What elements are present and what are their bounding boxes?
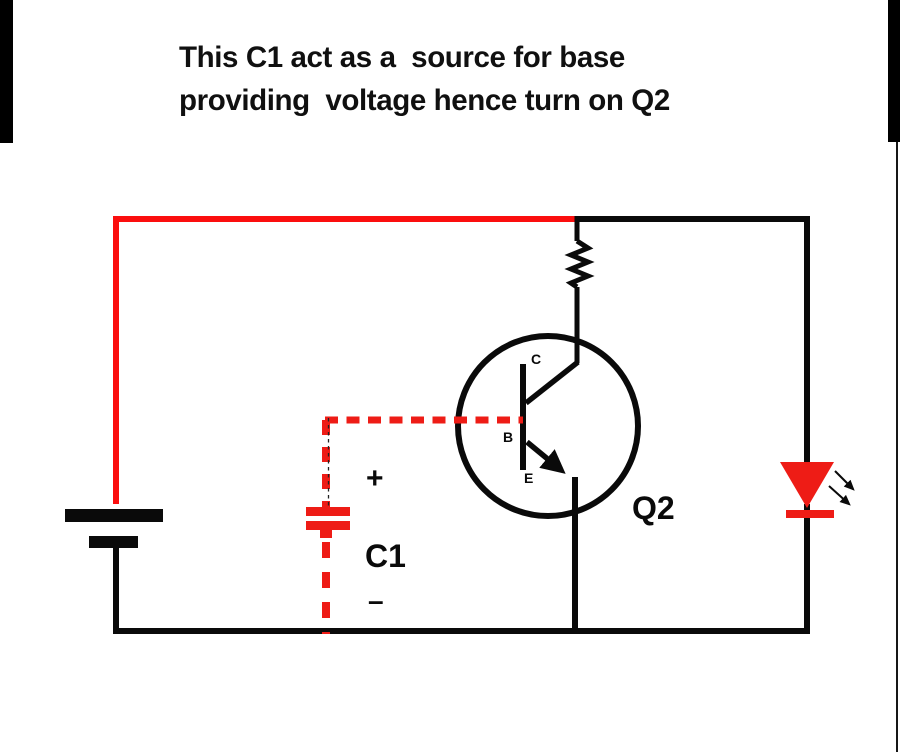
- annotation-line-2: providing voltage hence turn on Q2: [179, 84, 670, 117]
- led-light-arrow-1: [834, 470, 855, 491]
- annotation-title: This C1 act as a source for base providi…: [179, 36, 779, 122]
- capacitor-c1-group: + C1 –: [306, 416, 523, 634]
- led-light-arrow-2: [828, 485, 851, 506]
- capacitor-plus-label: +: [366, 462, 384, 495]
- transistor-emitter-arrow: [525, 439, 566, 474]
- annotation-line-1: This C1 act as a source for base: [179, 41, 625, 74]
- emitter-label: E: [524, 470, 533, 486]
- battery-negative-plate: [89, 536, 138, 548]
- battery-positive-plate: [65, 509, 163, 522]
- right-edge-line: [896, 0, 898, 752]
- led-cathode-bar: [786, 510, 834, 518]
- resistor-symbol: [564, 238, 595, 290]
- transistor-collector-lead: [524, 359, 580, 406]
- led-symbol: [780, 462, 855, 518]
- circuit-wires: [113, 216, 810, 634]
- capacitor-ref-label: C1: [365, 538, 406, 574]
- transistor-circle: [455, 333, 641, 519]
- capacitor-top-plate: [306, 507, 350, 516]
- transistor-ref-label: Q2: [632, 490, 675, 526]
- collector-label: C: [531, 351, 541, 367]
- positive-supply-wire: [113, 216, 578, 504]
- base-label: B: [503, 429, 513, 445]
- top-left-corner-bar: [0, 0, 13, 143]
- led-triangle: [780, 462, 834, 508]
- battery-symbol: [65, 509, 163, 548]
- capacitor-bottom-plate: [306, 521, 350, 530]
- capacitor-minus-label: –: [368, 585, 384, 616]
- capacitor-stem: [320, 530, 332, 538]
- top-right-corner-bar: [888, 0, 900, 142]
- transistor-q2-symbol: C B E Q2: [455, 333, 675, 526]
